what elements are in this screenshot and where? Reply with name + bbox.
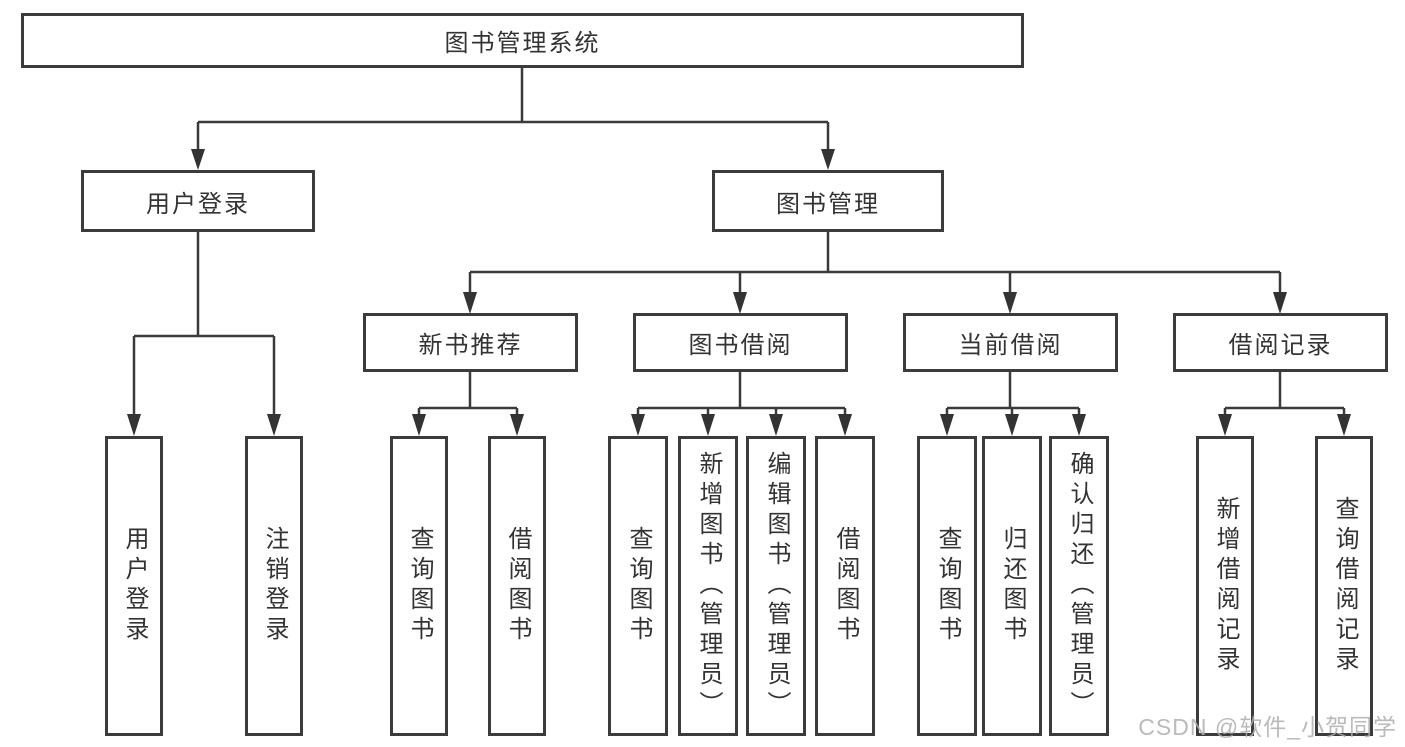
node-current-borrowing-label: 当前借阅 xyxy=(958,332,1063,359)
leaf-return-books-label: 归还图书 xyxy=(999,526,1026,646)
node-user-login: 用户登录 xyxy=(81,170,315,232)
leaf-query-books-borrowing: 查询图书 xyxy=(608,436,668,736)
leaf-edit-books-admin: 编辑图书（管理员） xyxy=(746,436,806,736)
leaf-borrow-books-label: 借阅图书 xyxy=(832,526,859,646)
node-borrowing-records-label: 借阅记录 xyxy=(1228,332,1333,359)
leaf-add-books-admin: 新增图书（管理员） xyxy=(678,436,738,736)
leaf-confirm-return-admin-label: 确认归还（管理员） xyxy=(1066,451,1093,721)
node-library-management-system-label: 图书管理系统 xyxy=(444,30,601,57)
leaf-borrow-books: 借阅图书 xyxy=(815,436,875,736)
node-new-book-recommendation: 新书推荐 xyxy=(363,313,578,372)
leaf-return-books: 归还图书 xyxy=(982,436,1042,736)
leaf-query-borrow-record-label: 查询借阅记录 xyxy=(1331,496,1358,676)
node-book-borrowing: 图书借阅 xyxy=(633,313,848,372)
node-library-management-system: 图书管理系统 xyxy=(21,13,1024,68)
leaf-borrow-books-recommend: 借阅图书 xyxy=(488,436,546,736)
leaf-user-login: 用户登录 xyxy=(105,436,163,736)
node-book-management-label: 图书管理 xyxy=(776,190,880,218)
node-user-login-label: 用户登录 xyxy=(146,190,250,218)
leaf-add-books-admin-label: 新增图书（管理员） xyxy=(695,451,722,721)
leaf-query-books-current-label: 查询图书 xyxy=(934,526,961,646)
leaf-query-books-recommend-label: 查询图书 xyxy=(406,526,433,646)
node-current-borrowing: 当前借阅 xyxy=(903,313,1118,372)
csdn-watermark: CSDN @软件_小贺同学 xyxy=(1138,714,1397,740)
leaf-query-books-borrowing-label: 查询图书 xyxy=(625,526,652,646)
node-borrowing-records: 借阅记录 xyxy=(1173,313,1388,372)
leaf-add-borrow-record: 新增借阅记录 xyxy=(1196,436,1254,736)
node-book-management: 图书管理 xyxy=(712,170,944,232)
leaf-add-borrow-record-label: 新增借阅记录 xyxy=(1212,496,1239,676)
leaf-logout-label: 注销登录 xyxy=(261,526,288,646)
leaf-borrow-books-recommend-label: 借阅图书 xyxy=(504,526,531,646)
leaf-query-books-recommend: 查询图书 xyxy=(390,436,448,736)
leaf-query-borrow-record: 查询借阅记录 xyxy=(1315,436,1373,736)
leaf-user-login-label: 用户登录 xyxy=(121,526,148,646)
leaf-logout: 注销登录 xyxy=(245,436,303,736)
leaf-confirm-return-admin: 确认归还（管理员） xyxy=(1049,436,1109,736)
leaf-edit-books-admin-label: 编辑图书（管理员） xyxy=(763,451,790,721)
node-new-book-recommendation-label: 新书推荐 xyxy=(418,332,523,359)
node-book-borrowing-label: 图书借阅 xyxy=(688,332,793,359)
leaf-query-books-current: 查询图书 xyxy=(917,436,977,736)
